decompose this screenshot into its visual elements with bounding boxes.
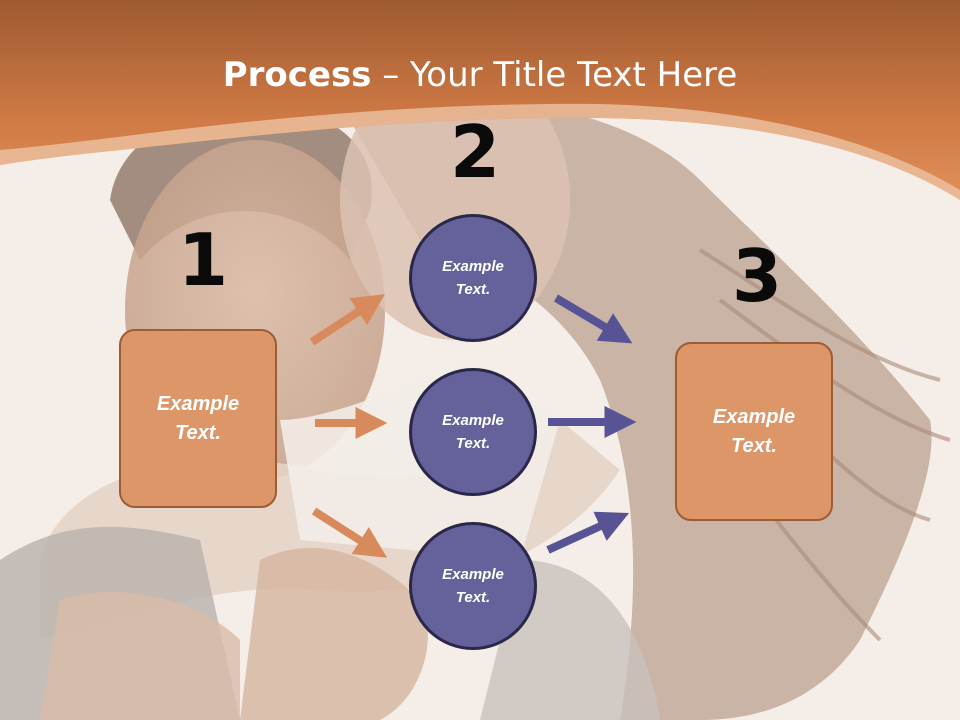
title-bold-word: Process [222, 55, 372, 95]
orange-arrow-up [309, 294, 386, 346]
circle-bottom: Example Text. [409, 522, 537, 650]
left-text-box: Example Text. [119, 329, 277, 508]
left-box-text: Example Text. [156, 392, 240, 444]
step-number-1: 1 [178, 218, 229, 302]
circle-middle-text: Example Text. [442, 412, 504, 452]
right-text-box: Example Text. [675, 342, 833, 521]
orange-arrow-down [311, 507, 388, 558]
slide-title: Process – Your Title Text Here [0, 50, 960, 100]
circle-top: Example Text. [409, 214, 537, 342]
purple-arrow-down [553, 294, 633, 344]
step-number-3: 3 [732, 234, 783, 318]
circle-top-text: Example Text. [442, 258, 504, 298]
step-number-2: 2 [450, 110, 501, 194]
purple-arrow-up [546, 511, 630, 554]
right-box-text: Example Text. [712, 405, 796, 457]
title-rest: – Your Title Text Here [371, 55, 738, 95]
circle-middle: Example Text. [409, 368, 537, 496]
circle-bottom-text: Example Text. [442, 566, 504, 606]
